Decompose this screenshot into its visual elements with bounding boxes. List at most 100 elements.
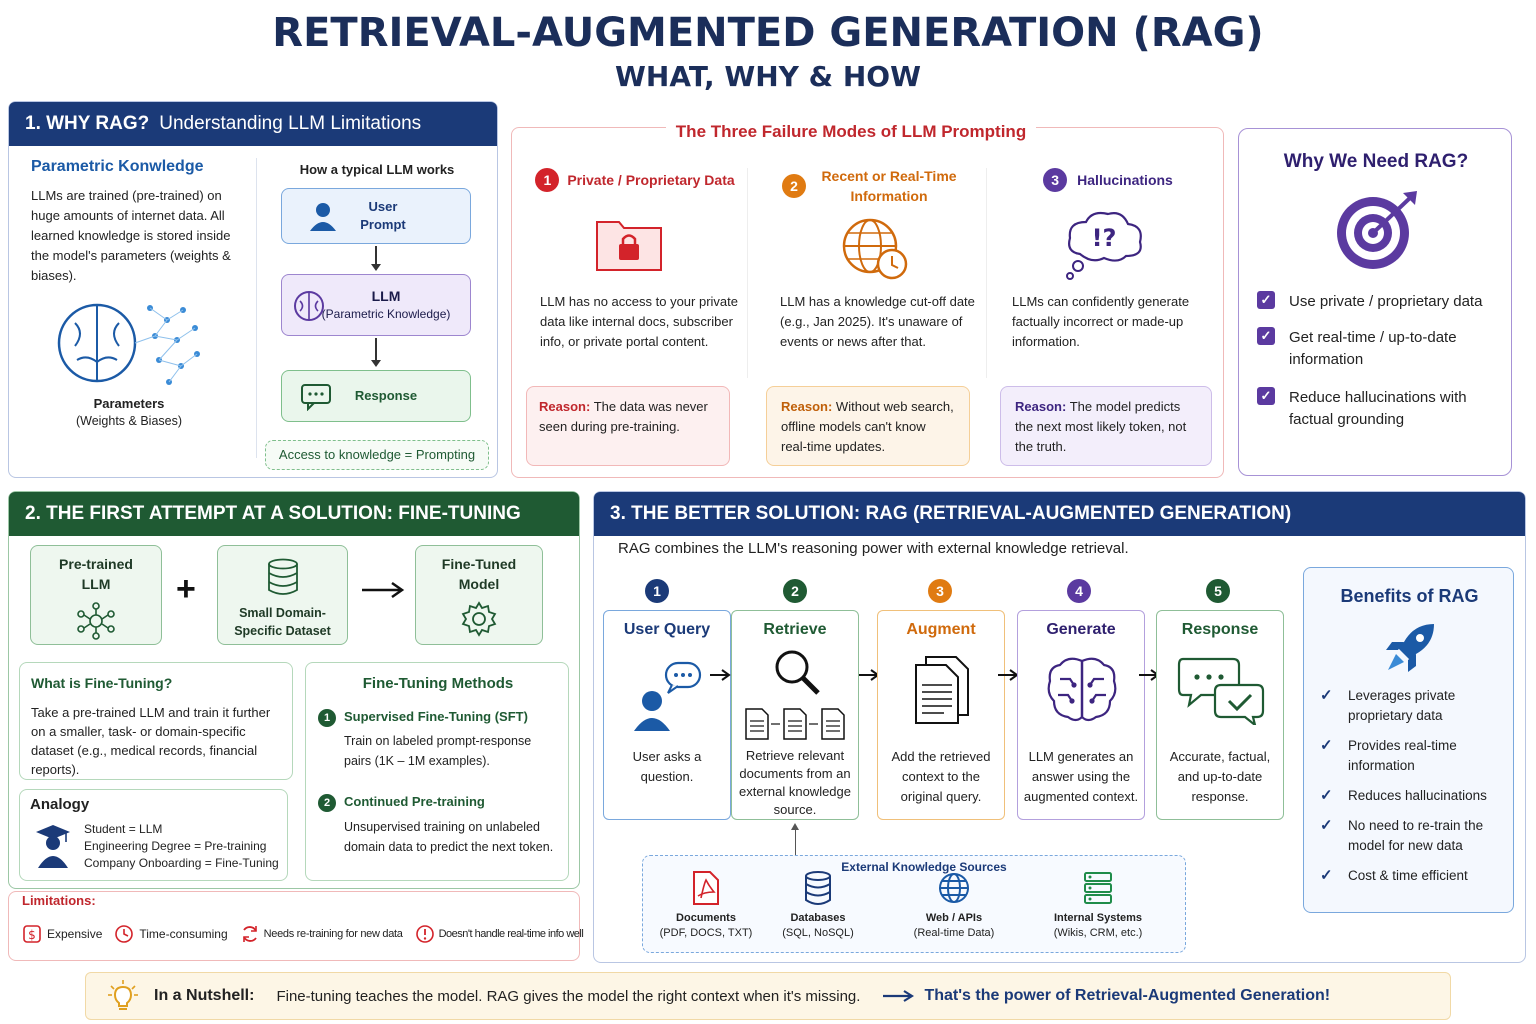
what-is-finetuning-title: What is Fine-Tuning? [31, 675, 173, 691]
step-3-title: Augment [906, 621, 976, 638]
thought-bubble-icon: !? [1066, 211, 1142, 280]
why-need-item-2: ✓ Get real-time / up-to-date information [1257, 327, 1503, 371]
step-4-number: 4 [1067, 579, 1091, 603]
step-5-desc: Accurate, factual, and up-to-date respon… [1169, 749, 1271, 804]
limitation-retrain: Needs re-training for new data [240, 924, 403, 944]
checkbox-icon: ✓ [1257, 387, 1275, 405]
nutshell-label: In a Nutshell: [154, 987, 255, 1004]
flow-arrowhead [371, 360, 381, 367]
step-arrow-icon [710, 669, 731, 681]
method-1-number: 1 [318, 709, 336, 727]
limitation-realtime: Doesn't handle real-time info well [415, 924, 584, 944]
brain-network-icon [57, 303, 200, 385]
mode-3-reason-text: The model predicts the next most likely … [1015, 399, 1187, 454]
limitations-list: $Expensive Time-consuming Needs re-train… [22, 924, 584, 944]
why-need-rag-panel: Why We Need RAG? ✓ Use private / proprie… [1238, 128, 1512, 476]
method-2-desc: Unsupervised training on unlabeled domai… [344, 820, 554, 854]
rocket-icon [1386, 624, 1434, 672]
limitation-time: Time-consuming [114, 924, 228, 944]
flow-note: Access to knowledge = Prompting [265, 440, 489, 470]
brain-icon [294, 291, 324, 321]
mode-3-title: Hallucinations [1077, 172, 1173, 188]
source-databases-sub: (SQL, NoSQL) [782, 927, 854, 939]
step-2-number: 2 [783, 579, 807, 603]
step-1-number: 1 [645, 579, 669, 603]
mode-1-reason-label: Reason: [539, 399, 591, 414]
magnifier-icon [775, 650, 820, 695]
plus-sign: + [176, 570, 196, 608]
network-icon [77, 602, 115, 640]
analogy-title: Analogy [30, 796, 90, 813]
limitations-panel [8, 891, 580, 961]
why-rag-header: 1. WHY RAG?Understanding LLM Limitations [9, 102, 497, 146]
benefit-text: Provides real-time information [1348, 738, 1457, 773]
why-rag-subtitle: Understanding LLM Limitations [159, 113, 422, 134]
failure-modes-title: The Three Failure Modes of LLM Prompting [666, 122, 1036, 142]
checkbox-icon: ✓ [1257, 327, 1275, 345]
check-icon: ✓ [1320, 737, 1333, 754]
limitation-text: Doesn't handle real-time info well [438, 928, 584, 940]
method-2-number: 2 [318, 794, 336, 812]
failure-mode-2: 2 Recent or Real-Time Information LLM ha… [758, 160, 988, 470]
benefit-text: No need to re-train the model for new da… [1348, 818, 1484, 853]
step-response: Response Accurate, factual, and up-to-da… [1156, 610, 1284, 820]
pdf-icon [693, 871, 719, 905]
pretrained-llm-label: Pre-trained LLM [59, 556, 133, 592]
flow-arrow [375, 338, 377, 362]
step-3-number: 3 [928, 579, 952, 603]
check-icon: ✓ [1320, 687, 1333, 704]
mode-1-text: LLM has no access to your private data l… [540, 294, 738, 349]
mode-2-reason: Reason: Without web search, offline mode… [766, 386, 970, 466]
divider [986, 168, 987, 378]
flow-llm: LLM (Parametric Knowledge) [281, 274, 471, 336]
fine-tuning-header: 2. THE FIRST ATTEMPT AT A SOLUTION: FINE… [9, 492, 579, 536]
finetuned-model-box: Fine-Tuned Model [415, 545, 543, 645]
benefit-item: ✓Leverages private proprietary data [1320, 686, 1508, 726]
parameters-sublabel: (Weights & Biases) [75, 414, 183, 428]
limitation-text: Expensive [47, 927, 103, 941]
info-icon [415, 925, 434, 943]
lightbulb-icon [108, 980, 138, 1010]
step-generate: Generate LLM generates an answer using t… [1017, 610, 1145, 820]
source-databases: Databases (SQL, NoSQL) [748, 870, 888, 941]
source-documents: Documents (PDF, DOCS, TXT) [636, 870, 776, 941]
document-stack-icon [915, 656, 969, 724]
nutshell-tagline: That's the power of Retrieval-Augmented … [924, 987, 1331, 1004]
pretrained-llm-box: Pre-trained LLM [30, 545, 162, 645]
globe-clock-icon [842, 218, 908, 280]
parametric-heading: Parametric Konwledge [31, 158, 204, 175]
what-is-finetuning-text: Take a pre-trained LLM and train it furt… [31, 705, 271, 777]
database-icon [805, 871, 831, 905]
limitations-title: Limitations: [18, 893, 100, 908]
mode-3-reason-label: Reason: [1015, 399, 1067, 414]
parametric-text: LLMs are trained (pre-trained) on huge a… [31, 188, 231, 283]
source-databases-name: Databases [790, 912, 846, 924]
flow-note-text: Access to knowledge = Prompting [278, 447, 476, 462]
why-rag-panel: 1. WHY RAG?Understanding LLM Limitations… [8, 101, 498, 478]
step-retrieve: Retrieve Retrieve relevant documents fro… [731, 610, 859, 820]
benefit-item: ✓Cost & time efficient [1320, 866, 1508, 886]
mode-2-reason-text: Without web search, offline models can't… [781, 399, 954, 454]
retrieve-connector-arrowhead [791, 823, 799, 830]
failure-mode-1: 1 Private / Proprietary Data LLM has no … [520, 160, 750, 470]
mode-1-number: 1 [535, 168, 560, 192]
nutshell-text: Fine-tuning teaches the model. RAG gives… [276, 987, 861, 1005]
flow-response: Response [281, 370, 471, 422]
flow-llm-label: LLM [371, 288, 401, 304]
divider [747, 168, 748, 378]
user-icon [310, 203, 336, 231]
source-internal-systems-sub: (Wikis, CRM, etc.) [1053, 927, 1143, 939]
mode-2-title: Recent or Real-Time Information [821, 168, 957, 204]
why-need-item-2-text: Get real-time / up-to-date information [1289, 329, 1457, 368]
mode-1-reason: Reason: The data was never seen during p… [526, 386, 730, 466]
refresh-icon [242, 926, 257, 942]
user-chat-icon [634, 661, 702, 731]
rag-intro: RAG combines the LLM's reasoning power w… [618, 540, 1129, 557]
method-1-name: Supervised Fine-Tuning (SFT) [344, 709, 528, 724]
benefits-title: Benefits of RAG [1340, 586, 1479, 606]
why-need-item-1: ✓ Use private / proprietary data [1257, 291, 1503, 313]
database-icon [267, 558, 298, 595]
flow-arrowhead [371, 264, 381, 271]
analogy-card: Analogy Student = LLM Engineering Degree… [19, 789, 288, 881]
why-need-item-3-text: Reduce hallucinations with factual groun… [1289, 389, 1467, 428]
